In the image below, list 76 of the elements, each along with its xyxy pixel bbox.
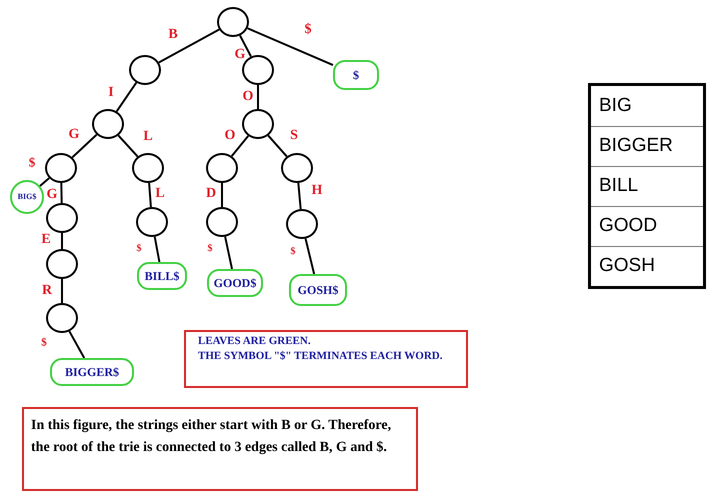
- trie-node-circle: [281, 153, 313, 183]
- leaf-node: [137, 262, 187, 290]
- edge-label: G: [234, 48, 246, 62]
- trie-node-circle: [286, 209, 318, 239]
- note-text: THE SYMBOL "$" TERMINATES EACH WORD.: [198, 351, 444, 362]
- explanation-text: In this figure, the strings either start with B or G. Therefore, the root of the trie is connected to 3 edges called B, G and $.: [31, 417, 392, 457]
- edge-line: [154, 236, 160, 262]
- edge-line: [239, 35, 252, 57]
- edge-line: [257, 85, 259, 109]
- edge-line: [72, 134, 98, 158]
- edge-line: [68, 330, 86, 358]
- edge-label: O: [242, 90, 254, 104]
- edge-label: $: [304, 23, 312, 37]
- leaf-node: [10, 180, 44, 214]
- trie-node-circle: [45, 153, 77, 183]
- edge-label: D: [206, 187, 216, 201]
- edge-line: [116, 82, 138, 112]
- edge-label: $: [290, 247, 296, 257]
- leaf-text: $: [353, 67, 359, 84]
- leaf-text: BIG$: [18, 191, 36, 203]
- edge-line: [247, 27, 334, 66]
- trie-node-circle: [46, 303, 78, 333]
- edge-label: $: [208, 244, 212, 254]
- edge-label: O: [224, 129, 236, 143]
- edge-line: [267, 134, 288, 158]
- trie-node-circle: [217, 7, 249, 37]
- leaf-text: GOSH$: [298, 282, 338, 299]
- edge-line: [61, 279, 63, 303]
- leaf-node: [207, 269, 263, 297]
- trie-node-circle: [129, 55, 161, 85]
- edge-line: [148, 182, 152, 208]
- edge-label: B: [168, 28, 178, 42]
- leaf-text: GOOD$: [214, 275, 256, 292]
- trie-node-circle: [206, 207, 238, 237]
- edge-line: [39, 177, 50, 187]
- leaf-node: [50, 358, 134, 386]
- edge-label: G: [68, 128, 80, 142]
- edge-label: G: [46, 188, 58, 202]
- note-box: [184, 330, 468, 388]
- leaf-node: [333, 60, 379, 90]
- edge-label: E: [41, 233, 51, 247]
- trie-node-circle: [132, 153, 164, 183]
- trie-node-circle: [92, 109, 124, 139]
- edge-label: H: [312, 184, 322, 198]
- table-cell: GOSH: [591, 246, 703, 286]
- edge-line: [118, 134, 138, 158]
- trie-node-circle: [46, 203, 78, 233]
- edge-label: R: [42, 284, 52, 298]
- edge-line: [221, 183, 223, 207]
- edge-label: $: [41, 338, 47, 348]
- table-cell: BIGGER: [591, 126, 703, 166]
- edge-label: S: [290, 129, 298, 143]
- trie-node-circle: [242, 109, 274, 139]
- edge-line: [60, 182, 63, 204]
- trie-node-circle: [136, 207, 168, 237]
- trie-node-circle: [46, 249, 78, 279]
- edge-label: $: [136, 244, 142, 254]
- edge-label: L: [143, 130, 153, 144]
- edge-line: [230, 135, 250, 157]
- leaf-text: BILL$: [144, 268, 180, 285]
- leaf-text: BIGGER$: [64, 364, 119, 381]
- leaf-node: [289, 274, 347, 306]
- edge-line: [304, 238, 316, 274]
- explanation-box: [22, 407, 418, 491]
- note-text: LEAVES ARE GREEN.: [198, 336, 312, 347]
- edge-label: $: [28, 156, 36, 168]
- table-cell-text: BIG: [598, 94, 633, 118]
- table-cell: GOOD: [591, 206, 703, 246]
- edge-line: [158, 28, 220, 64]
- table-cell: BILL: [591, 166, 703, 206]
- edge-line: [61, 233, 63, 249]
- edge-label: I: [108, 86, 114, 100]
- edge-line: [224, 236, 233, 270]
- trie-node-circle: [206, 153, 238, 183]
- edge-line: [297, 182, 302, 210]
- edge-label: L: [155, 187, 165, 201]
